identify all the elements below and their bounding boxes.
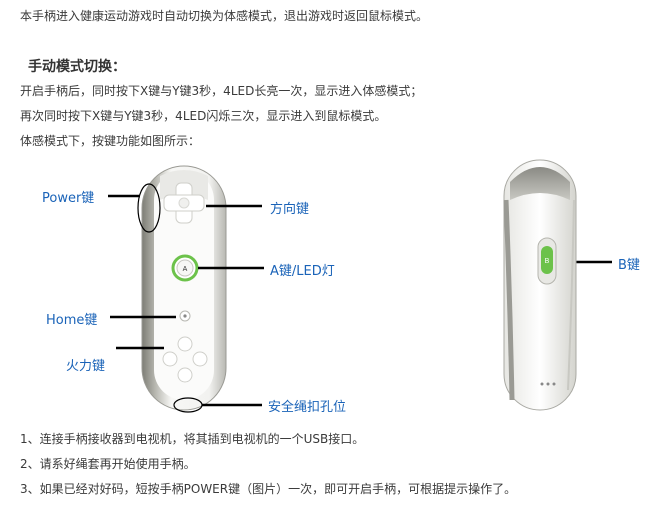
manual-line-2: 再次同时按下X键与Y键3秒，4LED闪烁三次，显示进入到鼠标模式。: [20, 109, 387, 123]
a-led-label: A键/LED灯: [270, 264, 335, 279]
controller-front: A: [137, 165, 227, 413]
a-button-letter: A: [183, 266, 188, 273]
b-button-icon: B: [537, 237, 557, 285]
direction-pad-icon: [163, 182, 205, 224]
safety-label: 安全绳扣孔位: [268, 400, 347, 415]
step-1: 1、连接手柄接收器到电视机，将其插到电视机的一个USB接口。: [20, 432, 365, 446]
step-2: 2、请系好绳套再开始使用手柄。: [20, 457, 196, 471]
controller-side: B: [503, 159, 577, 411]
fire-label: 火力键: [66, 359, 106, 374]
intro-text: 本手柄进入健康运动游戏时自动切换为体感模式，退出游戏时返回鼠标模式。: [20, 9, 429, 23]
power-highlight: [137, 183, 161, 233]
manual-line-1: 开启手柄后，同时按下X键与Y键3秒，4LED长亮一次，显示进入体感模式；: [20, 84, 423, 98]
manual-switch-heading: 手动模式切换：: [28, 59, 126, 75]
fire-buttons-icon: [162, 336, 208, 383]
controller-diagram: A B: [108, 159, 612, 413]
step-3: 3、如果已经对好码，短按手柄POWER键（图片）一次，即可开启手柄，可根据提示操…: [20, 482, 517, 496]
home-button-icon: [179, 310, 191, 322]
home-label: Home键: [46, 313, 98, 328]
direction-label: 方向键: [270, 202, 310, 217]
a-button-icon: A: [171, 254, 199, 282]
manual-line-3: 体感模式下，按键功能如图所示：: [20, 134, 201, 148]
power-label: Power键: [42, 191, 95, 206]
b-button-letter: B: [545, 258, 550, 265]
b-label: B键: [618, 258, 640, 273]
